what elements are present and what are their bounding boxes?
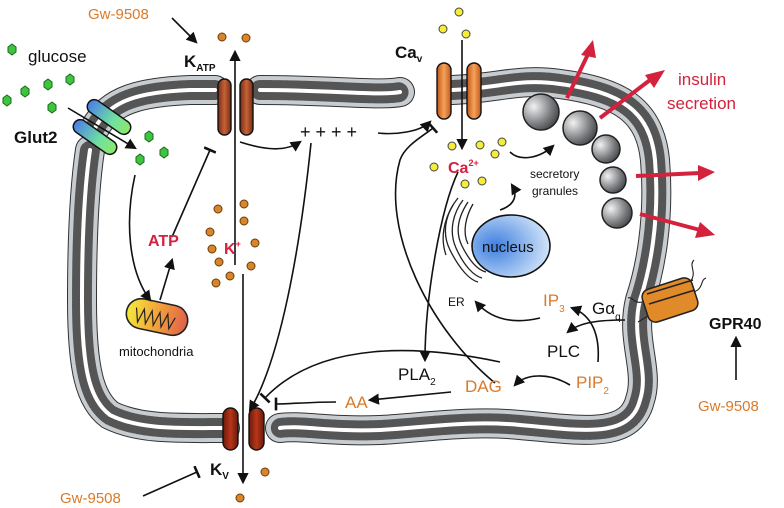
potassium-ion-icon xyxy=(225,271,235,281)
dag-label: DAG xyxy=(465,377,502,396)
calcium-ion-icon xyxy=(477,176,487,186)
katp-channel xyxy=(217,78,254,136)
granule-icon xyxy=(599,166,627,194)
calcium-ion-icon xyxy=(429,162,439,172)
katp-label: KATP xyxy=(184,52,216,74)
endoplasmic-reticulum xyxy=(442,197,487,283)
insulin-secretion-arrows xyxy=(565,40,715,238)
calcium-ion-icon xyxy=(447,141,457,151)
glucose-icon xyxy=(20,85,30,98)
granules-label: granules xyxy=(532,184,578,198)
glucose-icon xyxy=(43,78,53,91)
insulin-label: insulin xyxy=(678,70,726,89)
gpr40-label: GPR40 xyxy=(709,316,762,333)
glucose-icon xyxy=(159,146,169,159)
granule-icon xyxy=(601,197,633,229)
granule-icon xyxy=(591,134,621,164)
potassium-ion-icon xyxy=(217,32,227,42)
er-label: ER xyxy=(448,295,465,309)
potassium-ion-icon xyxy=(239,216,249,226)
gw9508-top-label: Gw-9508 xyxy=(88,6,149,23)
potassium-ion-icon xyxy=(239,199,249,209)
glucose-uptake-arrow xyxy=(67,107,137,150)
secretion-label: secretion xyxy=(667,94,736,113)
potassium-ions xyxy=(205,199,270,503)
nucleus-icon xyxy=(471,214,551,278)
potassium-ion-icon xyxy=(214,257,224,267)
glucose-icon xyxy=(135,153,145,166)
pla2-label: PLA2 xyxy=(398,365,436,388)
mitochondria-icon xyxy=(125,297,189,337)
potassium-ion-icon xyxy=(250,238,260,248)
mitochondria-label: mitochondria xyxy=(119,344,194,359)
atp-label: ATP xyxy=(148,233,179,250)
gw9508-bottom-label: Gw-9508 xyxy=(60,490,121,507)
glucose-icon xyxy=(144,130,154,143)
potassium-ion-icon xyxy=(235,493,245,503)
potassium-ion-icon xyxy=(241,33,251,43)
glucose-icon xyxy=(65,73,75,86)
secretory-granules xyxy=(522,93,633,229)
pip2-label: PIP2 xyxy=(576,373,609,397)
secretory-label: secretory xyxy=(530,167,579,181)
membrane-charge-label: + + + + xyxy=(300,122,357,142)
glucose-molecules xyxy=(2,43,169,166)
glucose-label: glucose xyxy=(28,47,87,66)
potassium-ion-icon xyxy=(260,467,270,477)
potassium-ion-icon xyxy=(213,204,223,214)
gpr40-receptor-icon xyxy=(627,259,707,323)
potassium-ion-icon xyxy=(246,261,256,271)
calcium-ion-icon xyxy=(438,24,448,34)
potassium-ion-icon xyxy=(207,244,217,254)
glucose-icon xyxy=(7,43,17,56)
cav-channel xyxy=(436,62,482,120)
glut2-label: Glut2 xyxy=(14,128,57,147)
aa-label: AA xyxy=(345,393,368,412)
galpha-q-label: Gαq xyxy=(592,299,621,323)
calcium-ion-label: Ca2+ xyxy=(448,158,479,177)
kv-label: KV xyxy=(210,460,229,482)
granule-icon xyxy=(522,93,560,131)
calcium-ion-icon xyxy=(460,179,470,189)
pathway-arrows xyxy=(128,120,742,497)
calcium-ion-icon xyxy=(497,137,507,147)
nucleus-label: nucleus xyxy=(482,239,534,256)
potassium-ion-icon xyxy=(205,227,215,237)
potassium-ion-label: K+ xyxy=(224,239,241,258)
calcium-ion-icon xyxy=(490,149,500,159)
calcium-ion-icon xyxy=(454,7,464,17)
glut2-transporter xyxy=(72,98,132,156)
calcium-ion-icon xyxy=(475,140,485,150)
kv-channel xyxy=(222,407,265,451)
calcium-ion-icon xyxy=(461,29,471,39)
calcium-ions xyxy=(429,7,507,189)
ip3-label: IP3 xyxy=(543,291,565,315)
glucose-icon xyxy=(2,94,12,107)
plc-label: PLC xyxy=(547,342,580,361)
gw9508-to-katp-arrow xyxy=(171,17,198,44)
granule-icon xyxy=(562,110,598,146)
cell-membrane xyxy=(66,67,672,446)
potassium-ion-icon xyxy=(211,278,221,288)
glucose-icon xyxy=(47,101,57,114)
cav-label: Cav xyxy=(395,43,423,65)
gw9508-right-label: Gw-9508 xyxy=(698,398,759,415)
